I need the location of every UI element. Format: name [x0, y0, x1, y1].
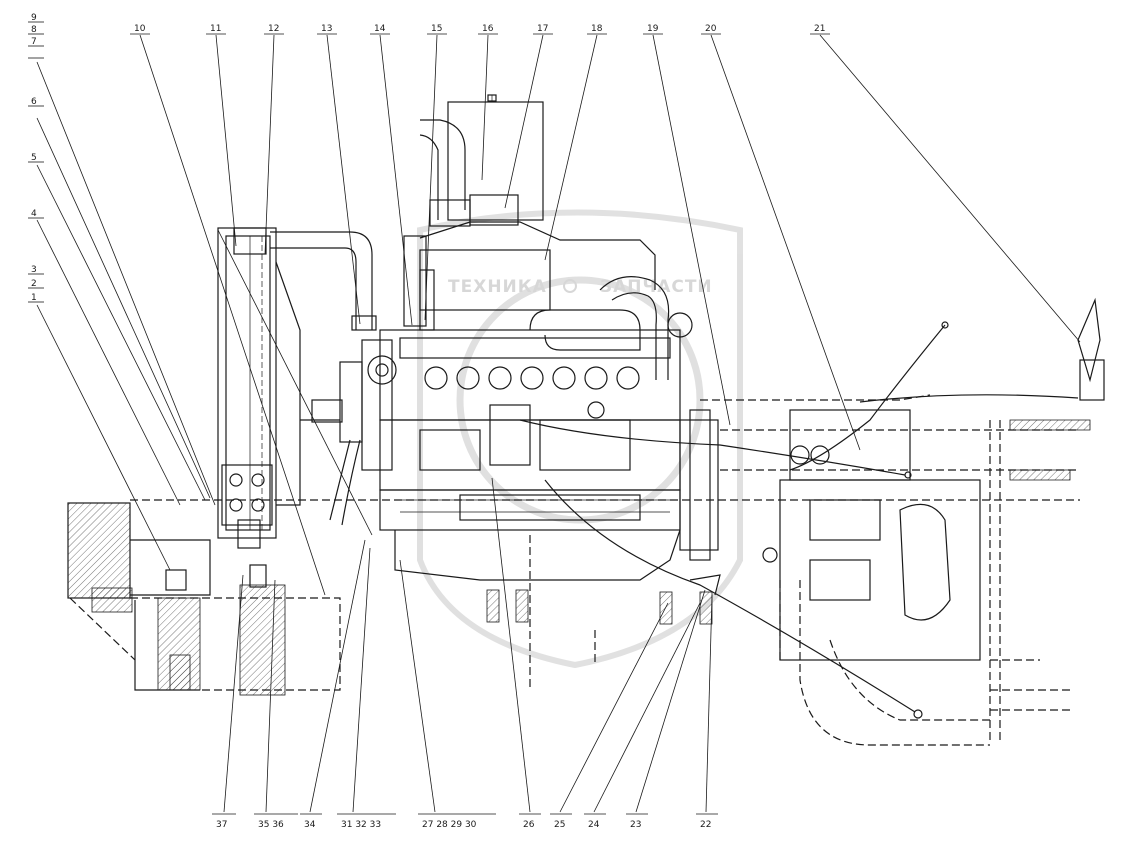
callout-8: 8: [31, 25, 37, 35]
callout-16: 16: [482, 24, 494, 34]
callout-11: 11: [210, 24, 221, 34]
callout-1: 1: [31, 293, 37, 303]
callout-13: 13: [321, 24, 332, 34]
callout-27-28-29-30: 27 28 29 30: [422, 820, 477, 830]
watermark-gear-icon: [563, 279, 577, 293]
air-filter: [403, 94, 656, 331]
control-lever: [789, 297, 1105, 471]
engine-mounts: [486, 535, 713, 690]
leader-lines-bottom: [223, 477, 713, 813]
callout-17: 17: [537, 24, 548, 34]
control-cables: [519, 419, 923, 719]
watermark-text-right: ЗАПЧАСТИ: [600, 277, 713, 297]
callout-12: 12: [268, 24, 279, 34]
upper-coolant-pipe: [270, 231, 377, 331]
callout-24: 24: [588, 820, 600, 830]
rear-chassis: [130, 394, 1091, 746]
fan-pulley: [300, 339, 397, 526]
front-frame: [67, 502, 341, 696]
callout-7: 7: [31, 37, 37, 47]
callout-6: 6: [31, 97, 37, 107]
callout-20: 20: [705, 24, 717, 34]
callouts-top: 9 8 7 6 5 4 3 2 1 10 11 12 13 14 15 16 1…: [28, 13, 830, 303]
callout-22: 22: [700, 820, 711, 830]
exhaust-manifold: [529, 276, 693, 380]
watermark-text-left: ТЕХНИКА: [448, 277, 547, 297]
callout-14: 14: [374, 24, 386, 34]
callout-21: 21: [814, 24, 825, 34]
callout-35-36: 35 36: [258, 820, 284, 830]
callout-26: 26: [523, 820, 535, 830]
callout-34: 34: [304, 820, 316, 830]
callout-31-32-33: 31 32 33: [341, 820, 381, 830]
callout-25: 25: [554, 820, 565, 830]
watermark: ТЕХНИКА ЗАПЧАСТИ: [417, 209, 743, 669]
callout-4: 4: [31, 209, 37, 219]
leader-lines-top: [36, 34, 1081, 596]
callout-9: 9: [31, 13, 37, 23]
callout-19: 19: [647, 24, 659, 34]
callout-10: 10: [134, 24, 146, 34]
callout-3: 3: [31, 265, 37, 275]
callout-5: 5: [31, 153, 37, 163]
callout-18: 18: [591, 24, 603, 34]
callout-15: 15: [431, 24, 442, 34]
callouts-bottom: 37 35 36 34 31 32 33 27 28 29 30 26 25 2…: [212, 813, 718, 830]
radiator: [217, 227, 301, 549]
callout-2: 2: [31, 279, 37, 289]
engine-block: [379, 329, 719, 581]
callout-37: 37: [216, 820, 227, 830]
callout-23: 23: [630, 820, 641, 830]
